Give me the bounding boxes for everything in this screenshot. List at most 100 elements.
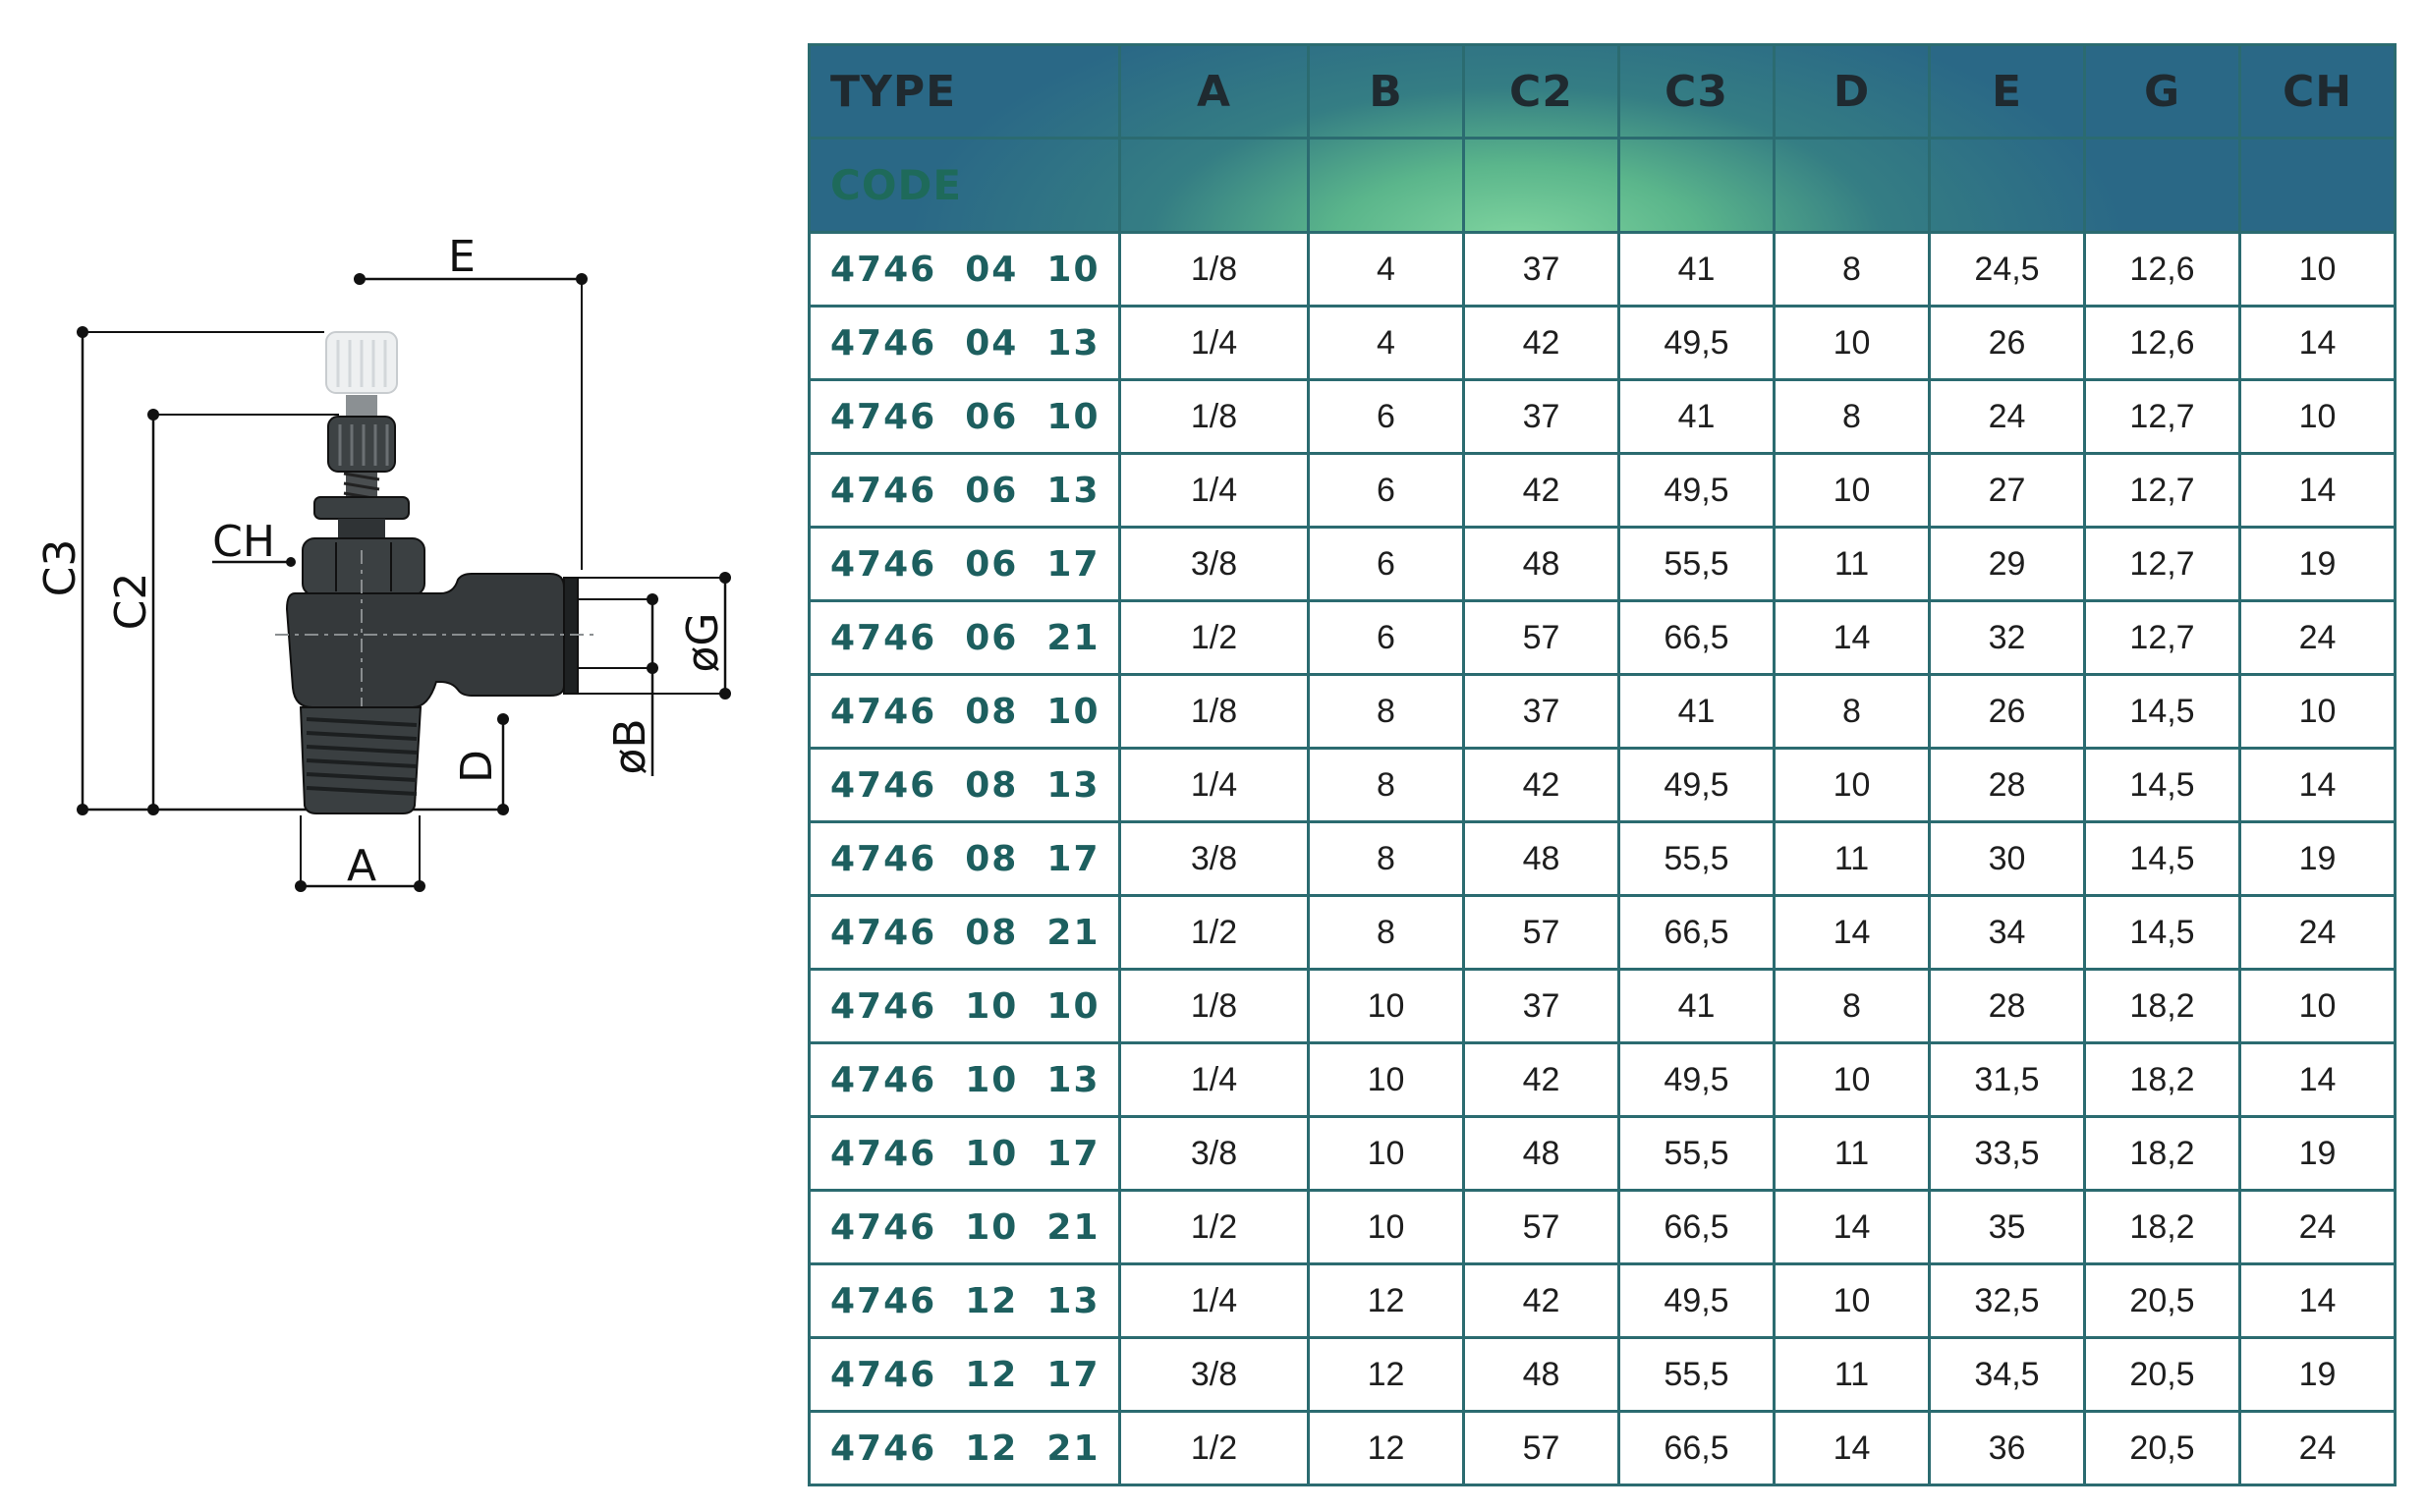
cell-g: 12,7 — [2083, 599, 2241, 676]
cell-c3: 49,5 — [1617, 452, 1776, 529]
fitting-body — [275, 550, 599, 708]
cell-a: 1/4 — [1118, 1262, 1310, 1339]
cell-a: 1/2 — [1118, 599, 1310, 676]
label-e: E — [448, 232, 476, 282]
cell-a: 1/4 — [1118, 747, 1310, 823]
cell-c3: 55,5 — [1617, 820, 1776, 897]
cell-b: 6 — [1307, 378, 1465, 455]
cell-code: 4746 10 17 — [808, 1115, 1121, 1192]
cell-c3: 55,5 — [1617, 1115, 1776, 1192]
dim-points — [77, 273, 731, 892]
cell-c2: 37 — [1462, 231, 1620, 308]
cell-code: 4746 06 13 — [808, 452, 1121, 529]
cell-g: 20,5 — [2083, 1410, 2241, 1486]
cell-c2: 57 — [1462, 599, 1620, 676]
header-empty — [1773, 137, 1931, 234]
cell-g: 12,6 — [2083, 231, 2241, 308]
cell-ch: 19 — [2238, 1336, 2397, 1413]
cell-g: 18,2 — [2083, 1115, 2241, 1192]
label-c2: C2 — [106, 573, 156, 631]
cell-d: 8 — [1773, 378, 1931, 455]
cell-a: 1/8 — [1118, 968, 1310, 1044]
cell-d: 10 — [1773, 1262, 1931, 1339]
header-c2: C2 — [1462, 43, 1620, 140]
cell-c3: 66,5 — [1617, 599, 1776, 676]
cell-b: 10 — [1307, 968, 1465, 1044]
cell-ch: 19 — [2238, 526, 2397, 602]
cell-e: 34,5 — [1928, 1336, 2086, 1413]
label-a: A — [347, 841, 376, 891]
label-b: øB — [605, 718, 655, 774]
knob — [327, 416, 396, 473]
cell-e: 28 — [1928, 747, 2086, 823]
cell-c2: 37 — [1462, 378, 1620, 455]
cell-a: 3/8 — [1118, 526, 1310, 602]
cell-ch: 14 — [2238, 452, 2397, 529]
cell-code: 4746 06 17 — [808, 526, 1121, 602]
cell-e: 27 — [1928, 452, 2086, 529]
cell-e: 28 — [1928, 968, 2086, 1044]
cell-g: 12,7 — [2083, 526, 2241, 602]
header-empty — [2083, 137, 2241, 234]
cell-e: 30 — [1928, 820, 2086, 897]
cell-c2: 57 — [1462, 1410, 1620, 1486]
cell-a: 3/8 — [1118, 820, 1310, 897]
cell-b: 6 — [1307, 599, 1465, 676]
cell-d: 8 — [1773, 231, 1931, 308]
cell-ch: 24 — [2238, 1410, 2397, 1486]
cell-a: 1/4 — [1118, 305, 1310, 381]
cell-ch: 24 — [2238, 599, 2397, 676]
cell-g: 18,2 — [2083, 968, 2241, 1044]
cell-code: 4746 12 13 — [808, 1262, 1121, 1339]
cell-e: 24 — [1928, 378, 2086, 455]
cell-e: 26 — [1928, 305, 2086, 381]
table-header: TYPE A B C2 C3 D E G CH CODE — [808, 43, 2397, 234]
cell-c3: 41 — [1617, 231, 1776, 308]
cell-c2: 48 — [1462, 1115, 1620, 1192]
cell-e: 29 — [1928, 526, 2086, 602]
cell-b: 8 — [1307, 747, 1465, 823]
cell-c2: 42 — [1462, 1041, 1620, 1118]
cell-b: 8 — [1307, 894, 1465, 971]
cell-b: 8 — [1307, 673, 1465, 750]
cell-c3: 49,5 — [1617, 1041, 1776, 1118]
cell-d: 11 — [1773, 1115, 1931, 1192]
header-row: TYPE A B C2 C3 D E G CH — [808, 43, 2397, 140]
cell-e: 36 — [1928, 1410, 2086, 1486]
cell-g: 14,5 — [2083, 673, 2241, 750]
cell-a: 1/8 — [1118, 673, 1310, 750]
cell-ch: 10 — [2238, 231, 2397, 308]
cell-ch: 19 — [2238, 1115, 2397, 1192]
cell-d: 14 — [1773, 894, 1931, 971]
cell-d: 10 — [1773, 747, 1931, 823]
cell-d: 14 — [1773, 599, 1931, 676]
cell-c3: 49,5 — [1617, 305, 1776, 381]
cell-g: 12,7 — [2083, 452, 2241, 529]
cell-b: 6 — [1307, 452, 1465, 529]
cell-d: 11 — [1773, 1336, 1931, 1413]
header-g: G — [2083, 43, 2241, 140]
header-empty — [1617, 137, 1776, 234]
cell-ch: 14 — [2238, 1262, 2397, 1339]
cell-code: 4746 08 13 — [808, 747, 1121, 823]
cell-code: 4746 12 21 — [808, 1410, 1121, 1486]
cell-g: 18,2 — [2083, 1189, 2241, 1265]
cell-g: 14,5 — [2083, 820, 2241, 897]
cell-ch: 14 — [2238, 1041, 2397, 1118]
cell-code: 4746 08 10 — [808, 673, 1121, 750]
cell-c3: 66,5 — [1617, 894, 1776, 971]
code-row: CODE — [808, 137, 2397, 234]
cell-b: 4 — [1307, 231, 1465, 308]
cell-c3: 41 — [1617, 673, 1776, 750]
cell-code: 4746 10 13 — [808, 1041, 1121, 1118]
lock-nut — [313, 496, 410, 520]
